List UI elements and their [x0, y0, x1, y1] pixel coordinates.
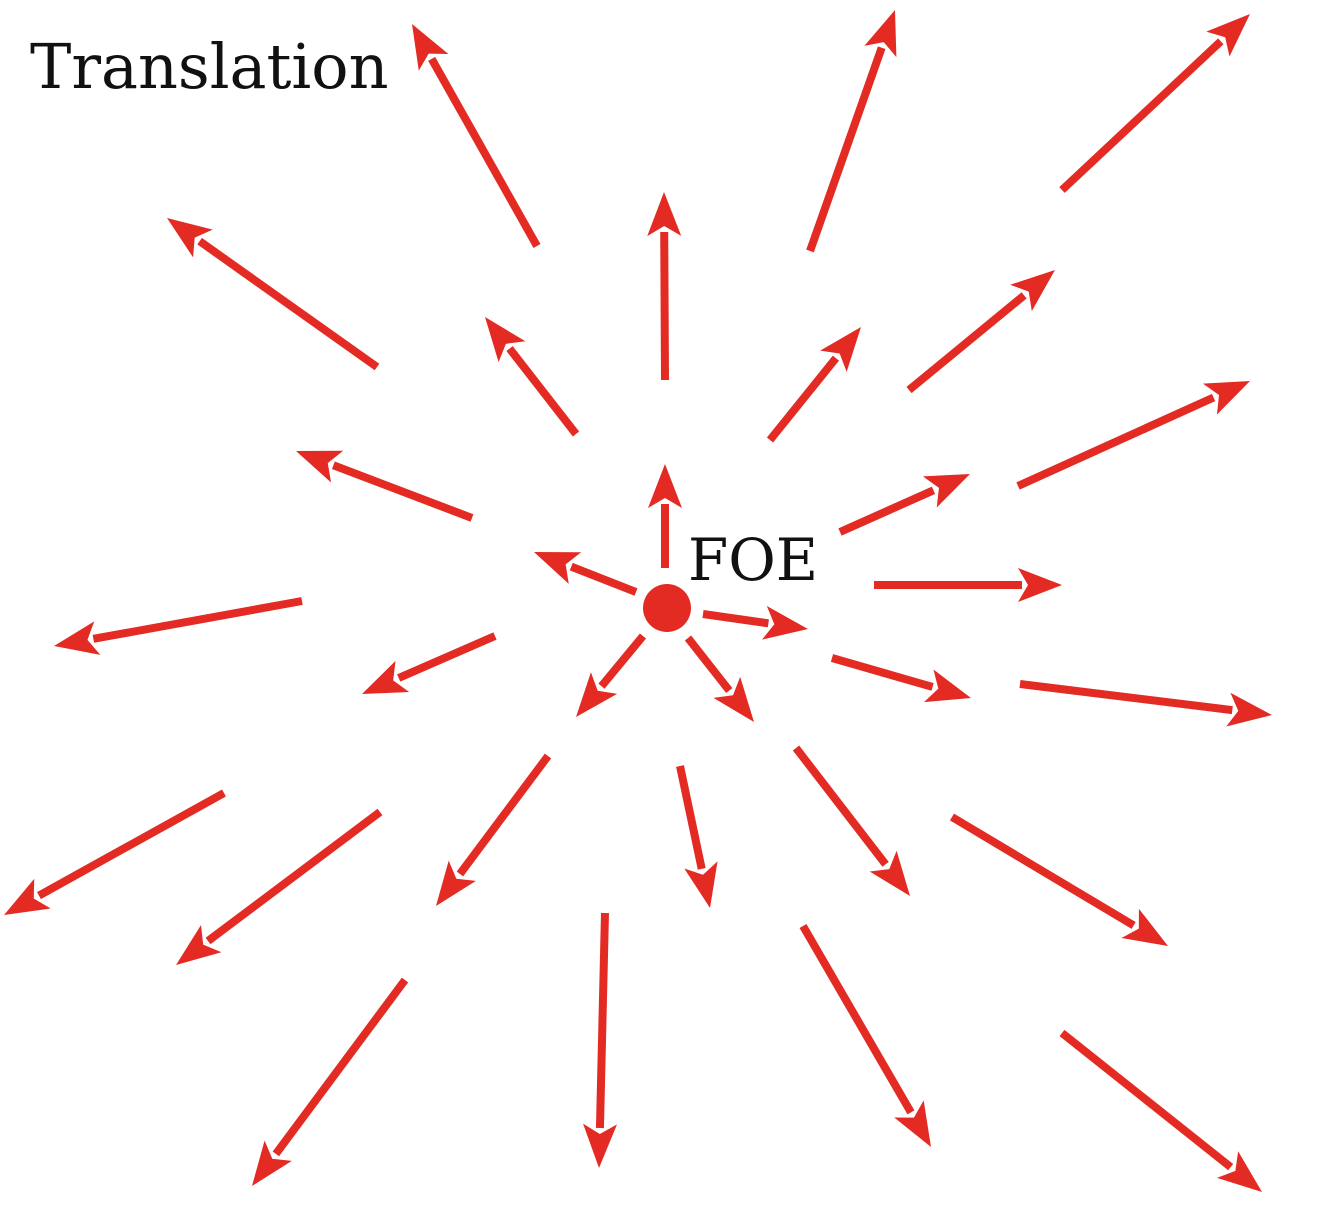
flow-arrow-30 [252, 977, 409, 1186]
flow-arrow-shaft [676, 765, 706, 870]
flow-arrow-shaft [766, 355, 840, 443]
flow-arrow-head [894, 1100, 931, 1147]
flow-arrow-shaft [1019, 680, 1233, 715]
flow-arrow-22 [4, 789, 226, 915]
flow-arrow-12 [838, 474, 970, 536]
flow-arrow-head [1202, 381, 1250, 415]
flow-arrow-shaft [397, 632, 497, 682]
flow-arrow-24 [676, 765, 718, 908]
flow-arrow-head [1121, 908, 1168, 946]
flow-arrow-6 [906, 270, 1055, 394]
flow-arrow-9 [296, 450, 474, 522]
flow-arrow-head [684, 861, 718, 908]
flow-arrow-29 [799, 923, 931, 1147]
flow-arrow-head [762, 605, 808, 640]
flow-arrow-head [54, 621, 101, 655]
flow-arrow-head [648, 464, 682, 508]
flow-arrow-27 [176, 808, 383, 965]
flow-arrow-15 [54, 597, 303, 655]
flow-arrow-31 [1059, 1029, 1262, 1192]
foe-label: FOE [688, 526, 818, 594]
flow-arrow-head [820, 327, 861, 372]
flow-arrow-17 [362, 632, 497, 694]
flow-arrow-head [167, 218, 213, 258]
flow-arrow-head [1226, 692, 1272, 727]
flow-arrow-shaft [598, 633, 647, 689]
flow-arrow-shaft [906, 292, 1027, 394]
flow-arrow-shaft [272, 977, 409, 1157]
flow-arrow-19 [576, 633, 647, 717]
flow-arrow-shaft [205, 808, 383, 945]
flow-arrow-shaft [569, 562, 638, 596]
flow-arrow-5 [647, 192, 682, 381]
flow-arrow-4 [167, 218, 380, 371]
flow-arrow-head [1018, 568, 1062, 602]
flow-arrow-shaft [1016, 393, 1216, 490]
flow-arrow-8 [766, 327, 861, 443]
flow-arrow-head [4, 878, 51, 915]
flow-arrow-shaft [1059, 1029, 1234, 1171]
flow-arrow-28 [583, 912, 618, 1168]
flow-arrow-11 [648, 464, 682, 568]
flow-arrow-3 [1059, 14, 1250, 193]
flow-arrow-21 [1019, 680, 1272, 727]
flow-arrow-head [647, 192, 682, 237]
flow-arrow-head [412, 24, 449, 71]
flow-arrow-head [924, 669, 971, 703]
flow-arrow-1 [412, 24, 541, 248]
flow-arrow-16 [702, 605, 808, 640]
flow-arrow-head [864, 10, 897, 58]
flow-arrow-shaft [456, 753, 552, 877]
flow-arrow-18 [830, 654, 971, 703]
flow-arrow-head [1010, 270, 1055, 312]
flow-arrow-shaft [1059, 38, 1224, 193]
flow-arrow-head [252, 1140, 292, 1186]
flow-vectors [4, 10, 1272, 1192]
flow-arrow-head [869, 850, 910, 896]
flow-arrow-shaft [428, 56, 541, 248]
flow-arrow-shaft [660, 231, 669, 381]
flow-arrow-shaft [799, 923, 915, 1115]
flow-arrow-23 [436, 753, 552, 906]
flow-arrow-shaft [92, 597, 303, 643]
flow-arrow-head [362, 660, 410, 694]
focus-of-expansion-marker [643, 584, 691, 632]
flow-arrow-25 [792, 745, 910, 896]
flow-arrow-20 [684, 635, 754, 722]
flow-arrow-head [583, 1123, 618, 1168]
flow-arrow-shaft [197, 237, 380, 371]
flow-arrow-2 [806, 10, 897, 253]
flow-arrow-shaft [949, 813, 1136, 929]
flow-arrow-shaft [684, 635, 733, 694]
flow-arrow-shaft [838, 486, 936, 536]
flow-arrow-head [176, 925, 222, 965]
flow-arrow-head [436, 860, 476, 906]
flow-arrow-7 [485, 317, 580, 437]
flow-arrow-shaft [331, 461, 474, 522]
diagram-title: Translation [30, 30, 389, 103]
flow-arrow-head [576, 672, 618, 717]
flow-arrow-shaft [830, 654, 934, 691]
flow-arrow-26 [949, 813, 1168, 946]
flow-arrow-13 [534, 552, 638, 596]
flow-arrow-head [485, 317, 526, 363]
flow-arrow-shaft [506, 346, 580, 437]
flow-arrow-10 [1016, 381, 1250, 490]
flow-arrow-head [534, 552, 582, 584]
flow-arrow-14 [874, 568, 1062, 602]
flow-arrow-shaft [37, 789, 226, 900]
flow-arrow-head [1206, 14, 1250, 57]
flow-arrow-shaft [702, 610, 769, 628]
flow-arrow-head [296, 450, 344, 483]
flow-arrow-shaft [806, 46, 886, 253]
flow-arrow-head [1216, 1151, 1262, 1192]
flow-arrow-head [922, 474, 970, 508]
flow-arrow-head [713, 676, 754, 722]
flow-arrow-shaft [792, 745, 889, 867]
flow-arrow-shaft [595, 912, 609, 1129]
